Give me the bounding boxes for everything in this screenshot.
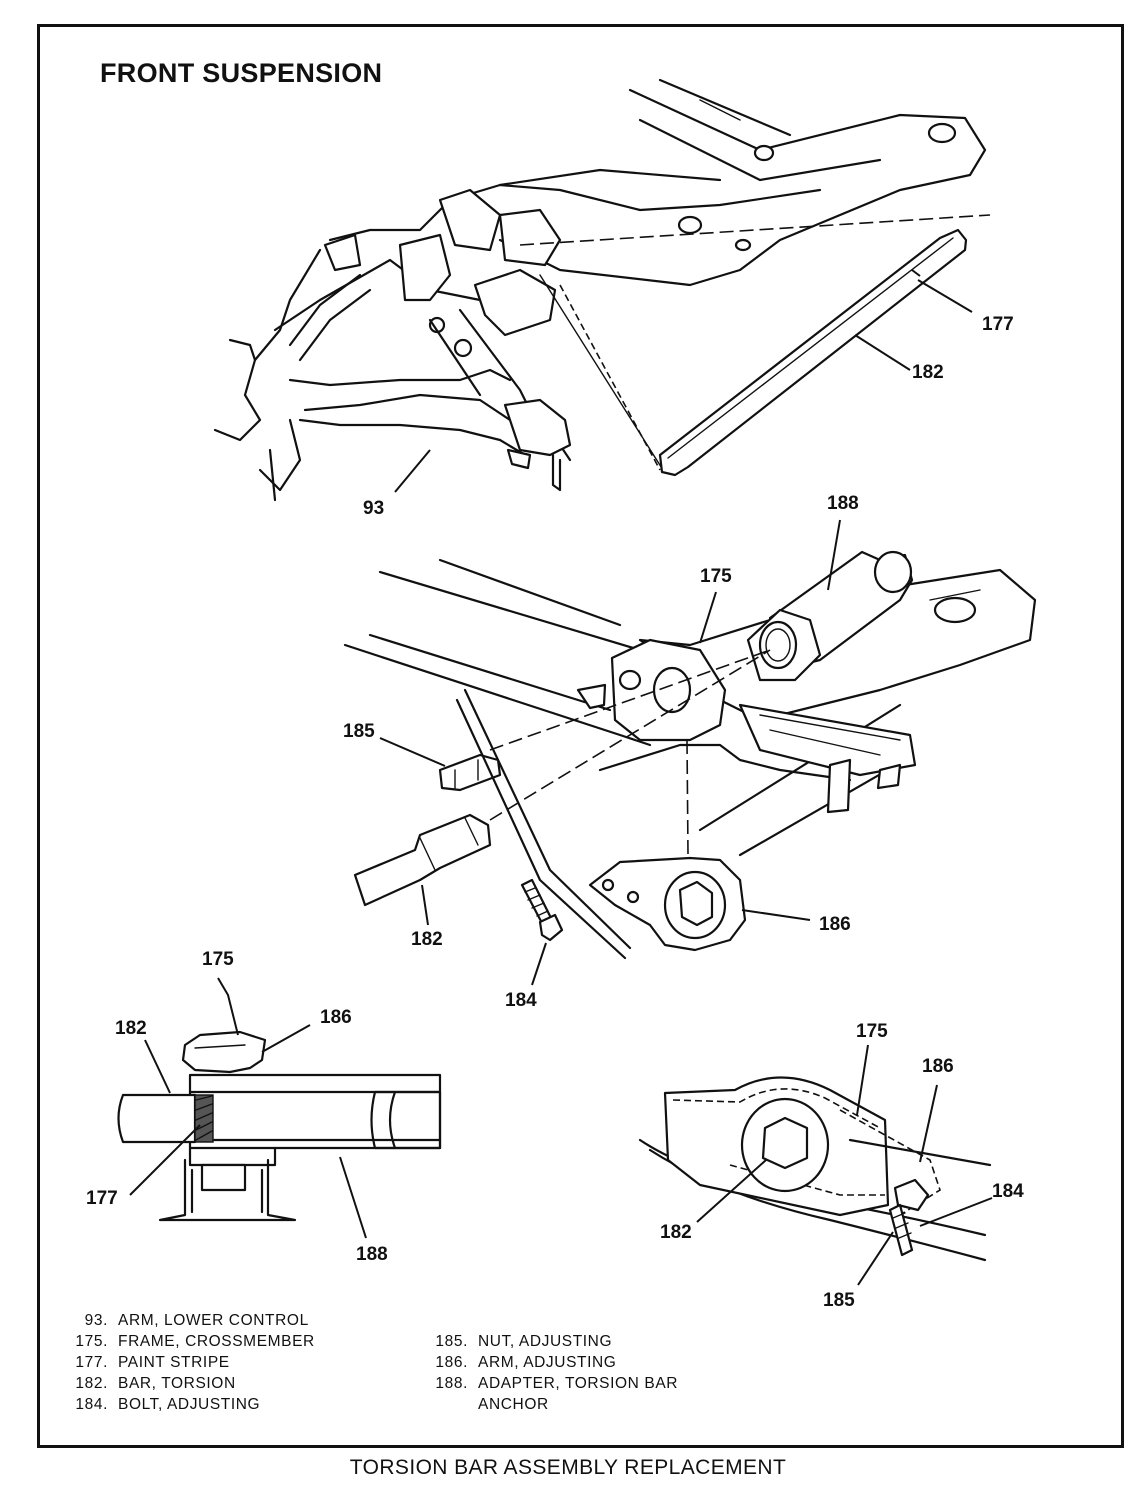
legend-item: 177. PAINT STRIPE xyxy=(68,1352,315,1373)
callout-ll-186: 186 xyxy=(320,1007,352,1028)
callout-mid-188: 188 xyxy=(827,493,859,514)
legend-number: 184. xyxy=(75,1396,108,1413)
callout-mid-182: 182 xyxy=(411,929,443,950)
legend-text: BAR, TORSION xyxy=(118,1375,236,1392)
callout-mid-186: 186 xyxy=(819,914,851,935)
callout-mid-184: 184 xyxy=(505,990,537,1011)
legend-left: 93. ARM, LOWER CONTROL 175. FRAME, CROSSME… xyxy=(68,1310,315,1415)
legend-item: 184. BOLT, ADJUSTING xyxy=(68,1394,315,1415)
legend-text: ARM, LOWER CONTROL xyxy=(118,1312,309,1329)
page-title: FRONT SUSPENSION xyxy=(100,58,383,88)
section-view-left xyxy=(117,1030,442,1222)
legend-number: 182. xyxy=(75,1375,108,1392)
legend-number: 188. xyxy=(435,1375,468,1392)
legend-text: NUT, ADJUSTING xyxy=(478,1333,613,1350)
legend-text: PAINT STRIPE xyxy=(118,1354,230,1371)
legend-item: 188. ADAPTER, TORSION BAR xyxy=(428,1373,678,1394)
callout-lr-175: 175 xyxy=(856,1021,888,1042)
legend-item: 186. ARM, ADJUSTING xyxy=(428,1352,678,1373)
legend-item: 93. ARM, LOWER CONTROL xyxy=(68,1310,315,1331)
callout-lr-185: 185 xyxy=(823,1290,855,1311)
callout-leaders xyxy=(129,279,993,1286)
callout-ll-188: 188 xyxy=(356,1244,388,1265)
legend-item: 182. BAR, TORSION xyxy=(68,1373,315,1394)
legend-text: ADAPTER, TORSION BAR xyxy=(478,1375,679,1392)
callout-ll-175: 175 xyxy=(202,949,234,970)
figure-caption: TORSION BAR ASSEMBLY REPLACEMENT xyxy=(349,1456,787,1479)
callout-lr-182: 182 xyxy=(660,1222,692,1243)
callout-ll-182: 182 xyxy=(115,1018,147,1039)
legend-right: 185. NUT, ADJUSTING 186. ARM, ADJUSTING 18… xyxy=(428,1331,678,1415)
legend-text: FRAME, CROSSMEMBER xyxy=(118,1333,315,1350)
legend-number: 185. xyxy=(435,1333,468,1350)
legend-text: BOLT, ADJUSTING xyxy=(118,1396,261,1413)
legend-text: ARM, ADJUSTING xyxy=(478,1354,617,1371)
legend-number: 175. xyxy=(75,1333,108,1350)
callout-top-93: 93 xyxy=(363,498,384,519)
callout-top-182: 182 xyxy=(912,362,944,383)
callout-mid-185: 185 xyxy=(343,721,375,742)
legend-number: 177. xyxy=(75,1354,108,1371)
legend-item-continuation: ANCHOR xyxy=(478,1396,549,1413)
legend-number: 93. xyxy=(84,1312,108,1329)
legend-item: 175. FRAME, CROSSMEMBER xyxy=(68,1331,315,1352)
callout-mid-175: 175 xyxy=(700,566,732,587)
legend-number: 186. xyxy=(435,1354,468,1371)
legend-item: 185. NUT, ADJUSTING xyxy=(428,1331,678,1352)
callout-lr-184: 184 xyxy=(992,1181,1024,1202)
callout-ll-177: 177 xyxy=(86,1188,118,1209)
callout-labels: 177 182 93 188 175 185 182 184 186 175 1… xyxy=(86,314,1024,1311)
callout-lr-186: 186 xyxy=(922,1056,954,1077)
diagram-frame xyxy=(37,24,1124,1448)
top-assembly-view xyxy=(213,78,991,502)
callout-top-177: 177 xyxy=(982,314,1014,335)
middle-exploded-view xyxy=(343,550,1037,960)
detail-view-right xyxy=(638,1076,992,1262)
